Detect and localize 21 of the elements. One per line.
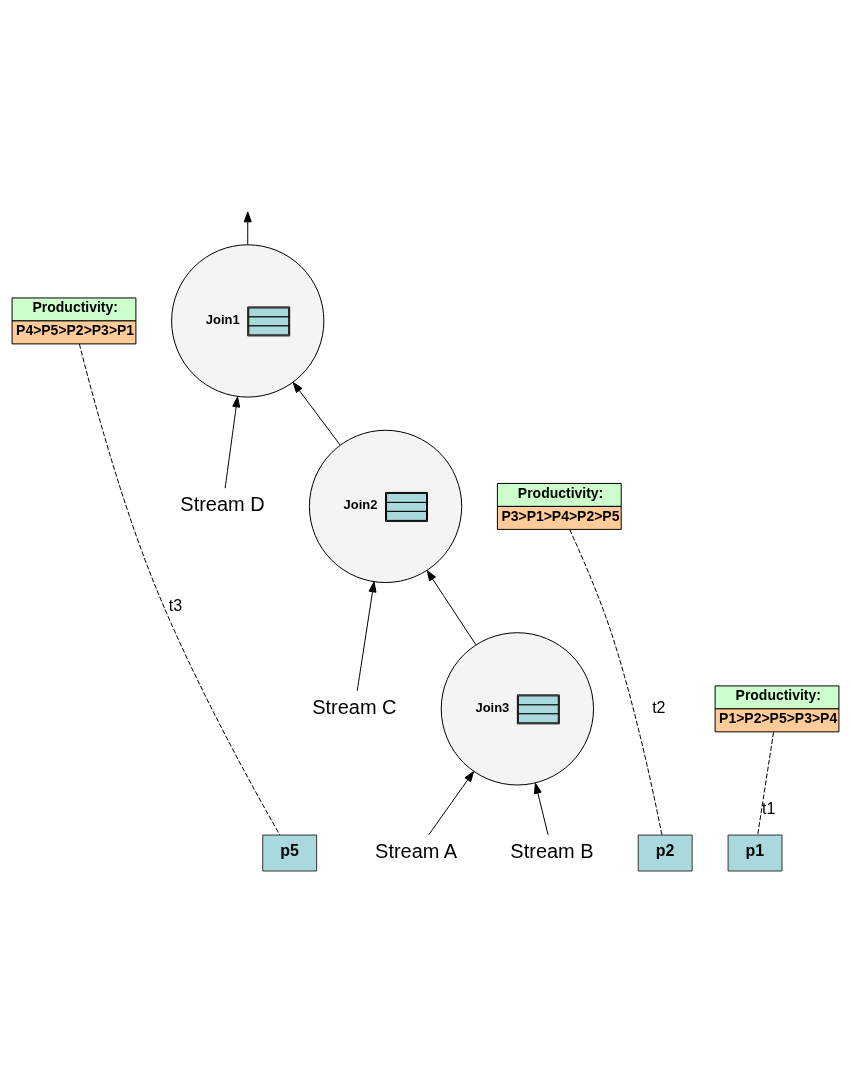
arrow bbox=[533, 782, 549, 835]
arrow bbox=[426, 569, 477, 645]
edge-label: t2 bbox=[652, 698, 666, 716]
arrow bbox=[292, 381, 341, 445]
edge-label: t1 bbox=[762, 799, 776, 817]
edge-label: t3 bbox=[168, 596, 183, 614]
arrow bbox=[428, 770, 475, 835]
connector bbox=[569, 528, 663, 835]
node-box: p5 bbox=[262, 834, 318, 871]
node-circle: Join1 bbox=[171, 243, 325, 398]
arrow bbox=[356, 580, 377, 691]
connector bbox=[757, 731, 775, 835]
arrow bbox=[224, 395, 241, 489]
node-text: Stream C bbox=[312, 695, 397, 718]
connector bbox=[78, 343, 281, 835]
node-box: p2 bbox=[637, 834, 693, 871]
arrow bbox=[243, 210, 252, 245]
node-text: Stream A bbox=[375, 839, 458, 862]
node-box: p1 bbox=[727, 834, 783, 871]
node-text: Stream B bbox=[510, 839, 594, 862]
node-text: Stream D bbox=[180, 492, 265, 515]
